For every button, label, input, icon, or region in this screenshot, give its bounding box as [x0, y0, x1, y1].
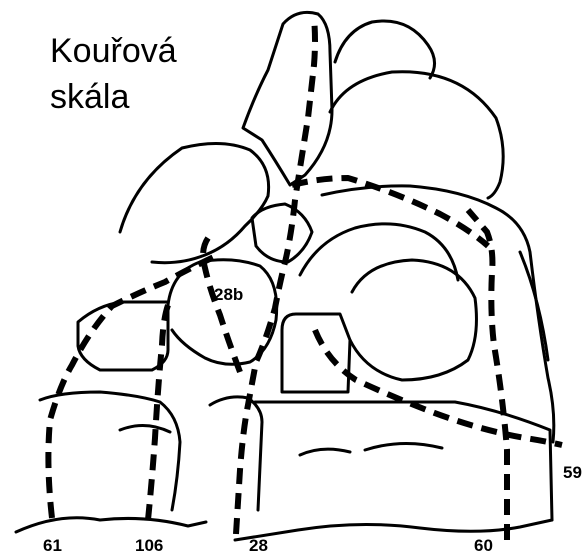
- central-slab: [300, 224, 458, 280]
- left-column: [78, 302, 168, 370]
- right-bulge: [322, 186, 554, 442]
- route-line-60: [468, 210, 507, 540]
- route-line-59: [315, 330, 562, 445]
- inner-crack-line: [120, 425, 170, 432]
- ground-line: [16, 518, 552, 540]
- upper-left-block: [120, 143, 269, 262]
- route-label-59: 59: [563, 464, 582, 481]
- route-label-60: 60: [474, 537, 493, 554]
- route-label-28: 28: [249, 537, 268, 554]
- route-label-28b: 28b: [214, 286, 243, 303]
- small-upper-block: [252, 204, 312, 262]
- route-line-28: [236, 18, 315, 534]
- inner-crack-line-2: [365, 443, 442, 450]
- route-line-106: [148, 305, 168, 520]
- rock-outlines: [16, 12, 554, 540]
- top-right-boulder: [335, 21, 435, 78]
- top-pillar-outline: [243, 12, 332, 185]
- route-lines: [48, 18, 562, 540]
- route-line-upper-traverse: [292, 178, 488, 246]
- inner-crack-line-3: [300, 449, 350, 455]
- route-line-61: [48, 256, 216, 518]
- route-label-61: 61: [43, 537, 62, 554]
- face-interior-slab: [282, 314, 350, 392]
- route-label-106: 106: [135, 537, 163, 554]
